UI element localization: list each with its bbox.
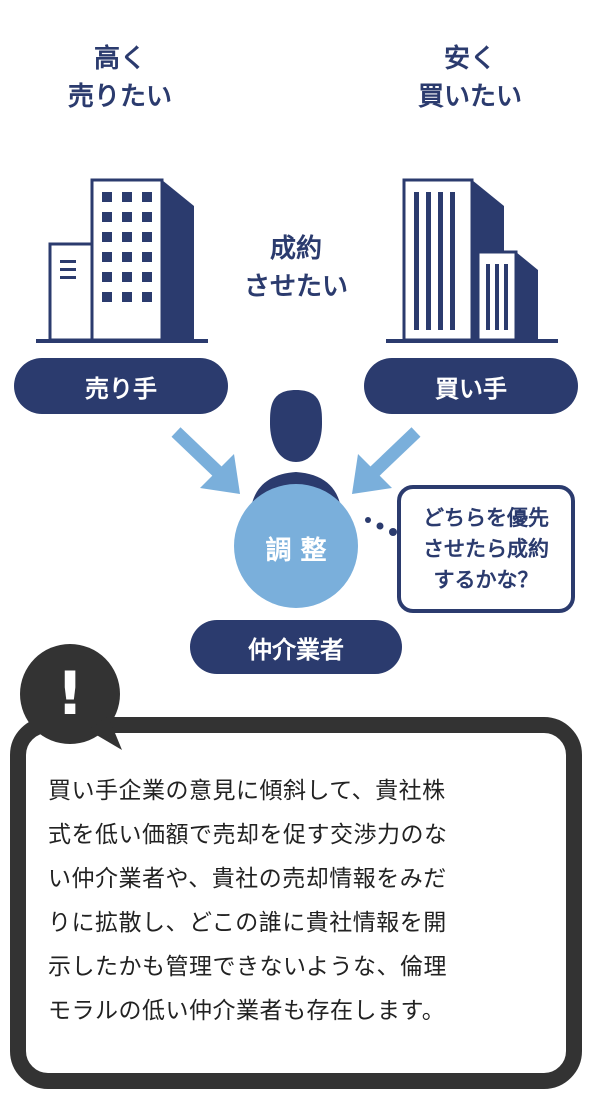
warning-box: 買い手企業の意見に傾斜して、貴社株 式を低い価額で売却を促す交渉力のな い仲介業… bbox=[10, 717, 582, 1089]
thought-bubble: どちらを優先 させたら成約 するかな？ bbox=[397, 485, 575, 613]
exclamation-icon bbox=[20, 644, 122, 750]
center-goal-line1: 成約 bbox=[269, 234, 322, 264]
buyer-label: 買い手 bbox=[364, 358, 578, 414]
buyer-goal-line2: 買いたい bbox=[417, 82, 522, 112]
thought-line1: どちらを優先 bbox=[423, 505, 549, 530]
warning-line: 示したかも管理できないような、倫理 bbox=[48, 954, 448, 980]
center-goal-line2: させたい bbox=[243, 272, 348, 302]
broker-person-icon bbox=[234, 390, 358, 608]
seller-building-icon bbox=[36, 178, 208, 343]
buyer-goal-line1: 安く bbox=[443, 44, 496, 74]
warning-line: い仲介業者や、貴社の売却情報をみだ bbox=[48, 866, 447, 892]
warning-line: 買い手企業の意見に傾斜して、貴社株 bbox=[48, 778, 446, 804]
buyer-building-icon bbox=[386, 178, 558, 343]
seller-goal: 高く 売りたい bbox=[20, 40, 220, 116]
warning-text: 買い手企業の意見に傾斜して、貴社株 式を低い価額で売却を促す交渉力のな い仲介業… bbox=[48, 769, 553, 1033]
broker-label: 仲介業者 bbox=[190, 620, 402, 674]
seller-goal-line1: 高く bbox=[93, 44, 146, 74]
buyer-to-broker-arrow-icon bbox=[352, 427, 421, 494]
buyer-goal: 安く 買いたい bbox=[370, 40, 570, 116]
warning-line: りに拡散し、どこの誰に貴社情報を開 bbox=[48, 910, 447, 936]
seller-to-broker-arrow-icon bbox=[171, 427, 240, 494]
thought-line2: させたら成約 bbox=[423, 536, 549, 561]
thought-line3: するかな？ bbox=[433, 567, 539, 592]
warning-line: モラルの低い仲介業者も存在します。 bbox=[48, 998, 446, 1024]
exclamation-mark: ! bbox=[56, 659, 84, 729]
seller-goal-line2: 売りたい bbox=[67, 82, 172, 112]
center-goal: 成約 させたい bbox=[196, 230, 396, 306]
warning-line: 式を低い価額で売却を促す交渉力のな bbox=[48, 822, 448, 848]
adjust-label: 調 整 bbox=[265, 535, 327, 566]
seller-label: 売り手 bbox=[14, 358, 228, 414]
thought-dots-icon bbox=[365, 517, 397, 536]
